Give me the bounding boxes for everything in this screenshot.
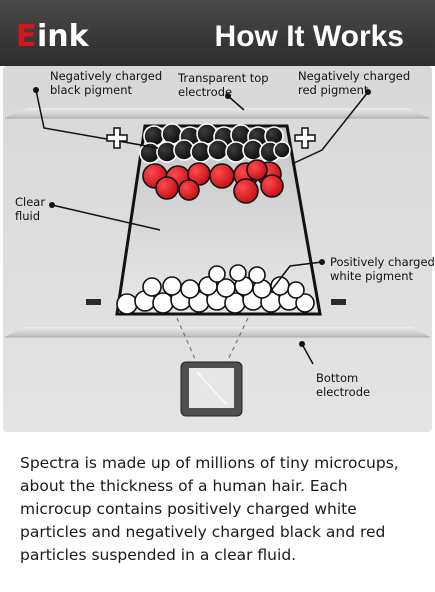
- label-black-pigment: Negatively charged black pigment: [50, 69, 166, 97]
- label-clear-fluid: Clear fluid: [15, 195, 49, 223]
- logo-e: E: [16, 19, 37, 54]
- white-pigment-particle: [152, 292, 174, 314]
- white-pigment-particle: [287, 281, 305, 299]
- header-bar: E ink How It Works: [0, 0, 435, 66]
- black-pigment-particles: [139, 123, 291, 164]
- e-reader-device-icon: [180, 361, 243, 417]
- plus-sign-icon: [106, 127, 128, 149]
- white-pigment-particle: [142, 277, 162, 297]
- top-electrode-plate: [5, 108, 430, 118]
- label-top-electrode: Transparent top electrode: [177, 71, 272, 99]
- logo-ink: ink: [37, 19, 90, 54]
- plus-sign-icon: [294, 127, 316, 149]
- white-pigment-particle: [116, 293, 138, 315]
- red-pigment-particles: [142, 159, 284, 204]
- red-pigment-particle: [178, 179, 200, 201]
- label-white-pigment: Positively charged white pigment: [330, 255, 435, 283]
- black-pigment-particle: [273, 141, 291, 159]
- leader-lines: [35, 89, 369, 365]
- eink-logo: E ink: [16, 19, 90, 54]
- white-pigment-particle: [180, 279, 200, 299]
- minus-sign-icon: [86, 299, 101, 305]
- leader-dots: [33, 87, 371, 347]
- black-pigment-particle: [207, 139, 229, 161]
- bottom-electrode-plate: [5, 327, 430, 337]
- label-red-pigment: Negatively charged red pigment: [298, 69, 414, 97]
- minus-sign-icon: [331, 299, 346, 305]
- red-pigment-particle: [260, 174, 284, 198]
- red-pigment-particle: [209, 163, 235, 189]
- white-pigment-particle: [248, 266, 266, 284]
- white-pigment-particle: [295, 293, 315, 313]
- microcup-diagram: Negatively charged black pigment Transpa…: [3, 66, 435, 432]
- red-pigment-particle: [233, 178, 259, 204]
- page-title: How It Works: [215, 20, 404, 53]
- white-pigment-particles: [116, 264, 315, 315]
- label-bottom-electrode: Bottom electrode: [316, 371, 370, 399]
- description-text: Spectra is made up of millions of tiny m…: [20, 454, 399, 564]
- red-pigment-particle: [155, 176, 179, 200]
- white-pigment-particle: [208, 265, 226, 283]
- red-pigment-particle: [246, 159, 268, 181]
- projection-lines: [176, 317, 249, 369]
- white-pigment-particle: [229, 264, 247, 282]
- white-pigment-particle: [162, 276, 182, 296]
